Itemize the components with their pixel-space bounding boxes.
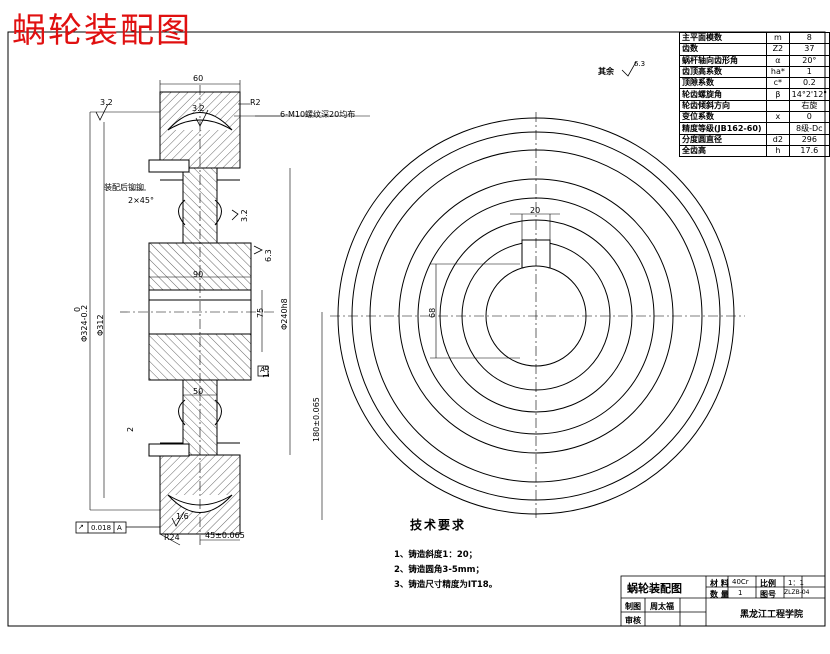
param-row: 轮齿倾斜方向 右旋 bbox=[678, 99, 830, 113]
tol-symbol: ↗ bbox=[78, 523, 84, 531]
param-symbol: h bbox=[766, 144, 790, 158]
param-value: 14°2'12" bbox=[788, 88, 830, 101]
param-name: 精度等级(JB162-60) bbox=[678, 122, 768, 135]
dim-2: 2 bbox=[126, 426, 135, 432]
roughness-label-4: 6.3 bbox=[264, 249, 273, 262]
dim-90: 90 bbox=[193, 270, 204, 279]
tb-scale-label: 比例 bbox=[760, 579, 776, 588]
tol-value: 0.018 bbox=[91, 524, 112, 532]
tb-drawing-name: 蜗轮装配图 bbox=[627, 582, 682, 595]
roughness-label-1: 3.2 bbox=[100, 98, 113, 107]
tb-material: 40Cr bbox=[732, 578, 749, 586]
tb-school: 黑龙江工程学院 bbox=[740, 610, 804, 620]
roughness-symbols bbox=[95, 61, 637, 527]
param-symbol: ha* bbox=[766, 65, 790, 79]
tb-drawn-label: 制图 bbox=[625, 602, 641, 611]
chamfer-dim: 2×45° bbox=[128, 196, 154, 205]
tech-item: 1、铸造斜度1：20； bbox=[394, 550, 478, 560]
param-name: 主平面模数 bbox=[678, 31, 768, 45]
bolt-note: 6-M10螺纹深20均布 bbox=[280, 110, 356, 119]
param-symbol: β bbox=[766, 88, 790, 101]
tb-scale: 1：1 bbox=[788, 579, 804, 587]
param-value: 17.6 bbox=[788, 144, 830, 158]
end-view bbox=[330, 112, 745, 520]
rivet-note: 装配后铆铆 bbox=[104, 183, 144, 192]
dim-180: 180±0.065 bbox=[312, 397, 321, 442]
param-symbol: d2 bbox=[766, 133, 790, 146]
param-value: 右旋 bbox=[788, 99, 830, 113]
dim-key-height: 68 bbox=[428, 307, 437, 318]
dim-width-60: 60 bbox=[193, 74, 204, 83]
tb-material-label: 材 料 bbox=[710, 579, 729, 588]
tech-item: 3、铸造尺寸精度为IT18。 bbox=[394, 580, 498, 590]
param-value: 0.2 bbox=[788, 77, 830, 90]
param-symbol bbox=[766, 122, 790, 135]
roughness-label-3: 3.2 bbox=[240, 209, 249, 222]
section-view bbox=[89, 80, 370, 546]
param-name: 轮齿倾斜方向 bbox=[678, 99, 768, 113]
param-symbol: x bbox=[766, 111, 790, 124]
param-name: 顶隙系数 bbox=[678, 77, 768, 90]
param-symbol: α bbox=[766, 54, 790, 67]
tolerance-frame bbox=[75, 365, 269, 534]
param-value: 8 bbox=[788, 31, 830, 45]
tech-item: 2、铸造圆角3-5mm； bbox=[394, 565, 484, 575]
dim-50: 50 bbox=[193, 387, 204, 396]
tb-drawing-no-label: 图号 bbox=[760, 590, 776, 599]
param-name: 蜗杆轴向齿形角 bbox=[678, 54, 768, 67]
param-value: 296 bbox=[788, 133, 830, 146]
param-name: 变位系数 bbox=[678, 111, 768, 124]
dim-dia312: Φ312 bbox=[96, 314, 105, 336]
dim-dia324-tol: 0 bbox=[73, 306, 82, 312]
param-name: 齿顶高系数 bbox=[678, 65, 768, 79]
param-value: 37 bbox=[788, 43, 830, 56]
title-block-lines bbox=[620, 575, 826, 627]
param-value: 8级-Dc bbox=[788, 122, 830, 135]
tb-qty: 1 bbox=[738, 589, 743, 597]
dim-r2: R2 bbox=[250, 98, 261, 107]
roughness-other-value: 6.3 bbox=[634, 60, 646, 68]
tb-drawing-no: ZLZB-04 bbox=[784, 589, 810, 596]
dim-45: 45±0.065 bbox=[205, 531, 245, 540]
param-name: 齿数 bbox=[678, 43, 768, 56]
param-symbol: c* bbox=[766, 77, 790, 90]
dim-r24: R24 bbox=[164, 533, 180, 542]
tol-datum: A bbox=[117, 524, 122, 532]
tech-requirements-title: 技术要求 bbox=[410, 518, 467, 532]
param-row: 精度等级(JB162-60) 8级-Dc bbox=[678, 122, 830, 135]
param-value: 20° bbox=[788, 54, 830, 67]
param-name: 轮齿螺旋角 bbox=[678, 88, 768, 101]
param-value: 0 bbox=[788, 111, 830, 124]
param-symbol: m bbox=[766, 31, 790, 45]
roughness-label-2: 3.2 bbox=[192, 104, 205, 113]
param-symbol bbox=[766, 99, 790, 113]
param-value: 1 bbox=[788, 65, 830, 79]
roughness-other-label: 其余 bbox=[598, 67, 614, 76]
dim-dia240: Φ240h8 bbox=[280, 298, 289, 330]
datum-a: A bbox=[260, 366, 265, 374]
roughness-label-6: 1.6 bbox=[176, 512, 189, 521]
tb-drawn-by: 周太福 bbox=[650, 602, 674, 611]
tb-checked-label: 审核 bbox=[625, 616, 641, 625]
param-name: 全齿高 bbox=[678, 144, 768, 158]
page-title: 蜗轮装配图 bbox=[12, 11, 192, 51]
param-symbol: Z2 bbox=[766, 43, 790, 56]
dim-75: 75 bbox=[256, 307, 265, 318]
dim-key-width: 20 bbox=[530, 206, 541, 215]
drawing-frame bbox=[7, 31, 826, 627]
param-name: 分度圆直径 bbox=[678, 133, 768, 146]
tb-qty-label: 数 量 bbox=[710, 590, 729, 599]
